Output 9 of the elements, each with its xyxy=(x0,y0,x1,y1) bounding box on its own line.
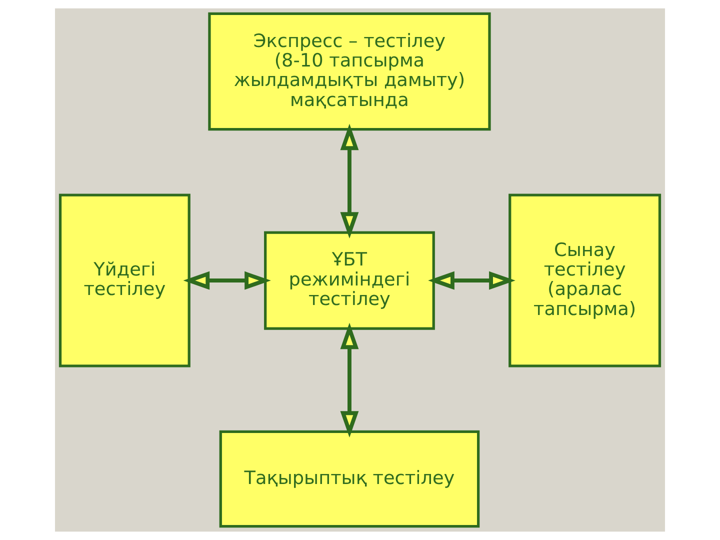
node-box: Үйдегі тестілеу xyxy=(58,194,190,368)
arrow xyxy=(340,322,359,438)
arrow xyxy=(428,271,516,290)
node-box: Тақырыптық тестілеу xyxy=(219,430,480,528)
node-box: Сынау тестілеу (аралас тапсырма) xyxy=(508,194,662,368)
arrow xyxy=(183,271,271,290)
node-box: Экспресс – тестілеу (8-10 тапсырма жылдамдықты дамыту) мақсатында xyxy=(208,12,491,131)
node-box: ҰБТ режиміндегі тестілеу xyxy=(264,231,435,330)
arrow xyxy=(340,124,359,238)
